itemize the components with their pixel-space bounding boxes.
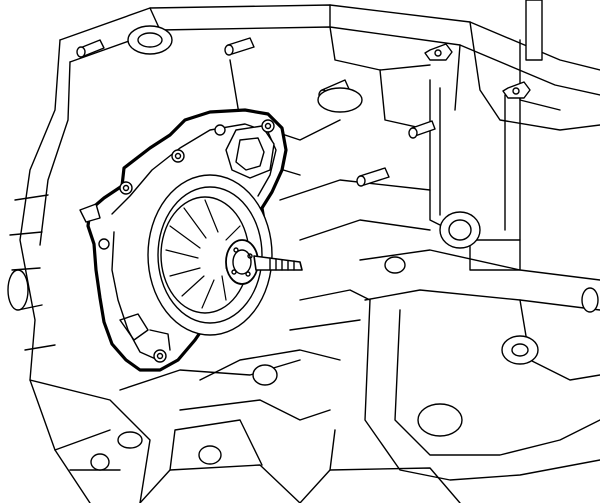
pump-shaft <box>253 255 303 271</box>
pump-hub <box>225 239 259 285</box>
bolt-tube-top <box>525 0 543 61</box>
pump-impeller <box>165 199 241 309</box>
stud-right <box>408 120 436 139</box>
stud-top-mid <box>224 37 255 56</box>
nut-top-right <box>424 43 453 61</box>
water-pump-assembly <box>79 108 303 372</box>
bolt-studs <box>76 0 543 187</box>
stud-lower <box>356 167 390 187</box>
pump-volute <box>147 174 273 336</box>
nut-right-manifold <box>502 81 531 99</box>
stud-top-left <box>76 39 105 58</box>
block-features <box>7 25 599 471</box>
